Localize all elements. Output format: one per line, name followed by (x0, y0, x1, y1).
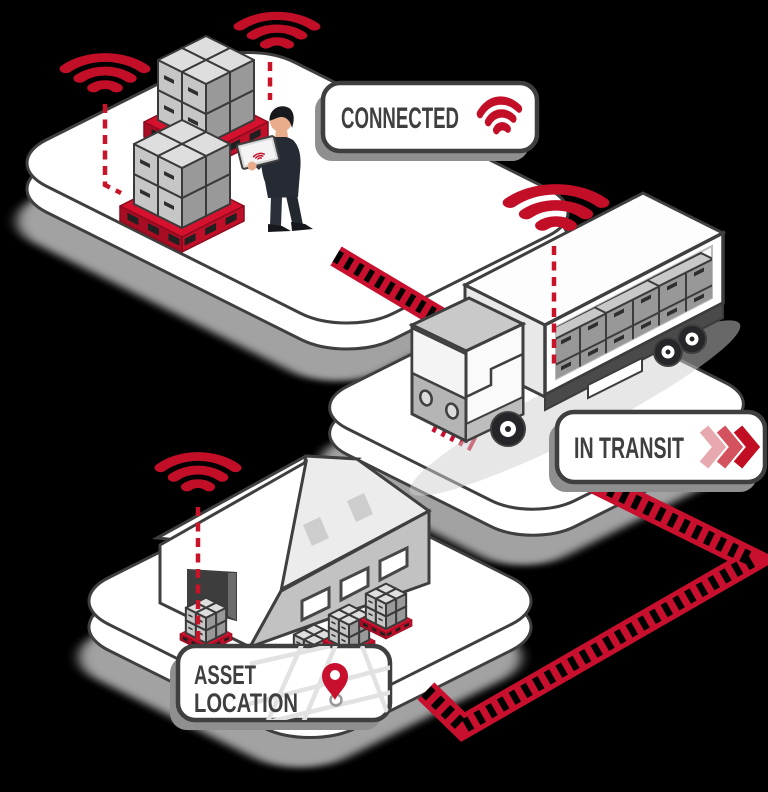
map-streets (244, 646, 390, 720)
map-pin-hole (330, 670, 340, 680)
trailer-wheels (653, 324, 707, 367)
badge-box (554, 409, 768, 485)
truck-shadow (409, 320, 741, 496)
warehouse-side-wall (246, 508, 431, 650)
badge-asset-location: ASSET LOCATION (170, 643, 393, 730)
worker-hand (247, 161, 257, 171)
badge-connected: CONNECTED (315, 80, 540, 161)
headlight (419, 389, 433, 407)
data-path-2-3 (417, 466, 768, 742)
map-pin-icon (322, 663, 348, 700)
badge-asset-label-line2: LOCATION (194, 688, 298, 718)
wifi-tether-lines (102, 62, 557, 640)
wifi-icon (66, 58, 144, 88)
tablet (236, 135, 281, 170)
truck-cab (408, 296, 527, 447)
badge-asset-label-line1: ASSET (194, 660, 256, 690)
truck (408, 191, 741, 496)
wifi-icon (161, 457, 236, 487)
wifi-icon (240, 16, 315, 45)
badge-connected-label: CONNECTED (341, 102, 459, 135)
badge-box (320, 80, 540, 154)
trailer-box (587, 356, 643, 400)
worker-hair (269, 106, 294, 128)
warehouse-door-jamb (228, 573, 236, 620)
headlight (445, 402, 459, 420)
worker-with-tablet (236, 106, 313, 232)
badge-in-transit: IN TRANSIT (549, 409, 768, 492)
cab-door-line (465, 352, 524, 399)
badge-in-transit-label: IN TRANSIT (574, 432, 684, 465)
warehouse-windows (300, 545, 409, 623)
